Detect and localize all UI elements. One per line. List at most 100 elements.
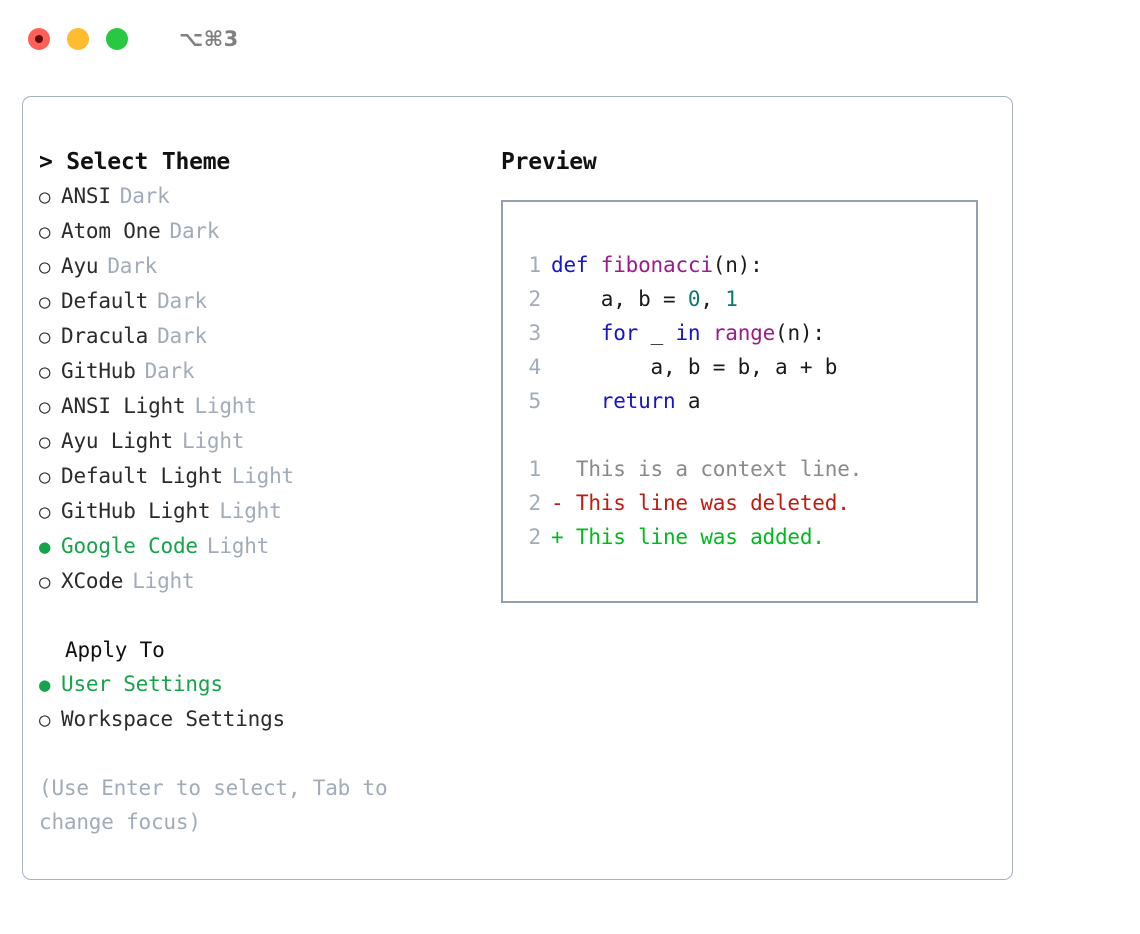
line-number: 4 xyxy=(528,355,542,379)
line-number: 1 xyxy=(528,253,542,277)
theme-option-kind: Light xyxy=(206,534,270,558)
code-token: (n): xyxy=(712,253,763,277)
line-number: 1 xyxy=(528,457,542,481)
code-token: range xyxy=(712,321,776,345)
theme-option-kind: Light xyxy=(231,464,294,488)
radio-unselected-icon: ○ xyxy=(39,501,51,523)
code-line: 5 return a xyxy=(517,384,968,418)
code-token: for xyxy=(600,321,639,345)
code-token xyxy=(551,321,601,345)
apply-to-option-label: Workspace Settings xyxy=(61,707,285,731)
radio-unselected-icon: ○ xyxy=(39,221,51,243)
diff-line: 2- This line was deleted. xyxy=(517,486,968,520)
radio-unselected-icon: ○ xyxy=(39,396,51,418)
theme-option-label: GitHub xyxy=(61,359,136,383)
preview-heading: Preview xyxy=(501,149,597,175)
select-theme-heading: > Select Theme xyxy=(39,149,231,175)
line-number: 5 xyxy=(528,389,542,413)
theme-option-kind: Dark xyxy=(157,324,207,348)
code-token: in xyxy=(675,321,701,345)
theme-option-kind: Dark xyxy=(144,359,195,383)
line-number: 2 xyxy=(528,491,542,515)
radio-unselected-icon: ○ xyxy=(39,186,51,208)
theme-option[interactable]: ○ GitHub Light Light xyxy=(39,494,479,529)
code-token: a xyxy=(675,389,701,413)
diff-line: 1 This is a context line. xyxy=(517,452,968,486)
close-window-button[interactable] xyxy=(28,28,50,50)
theme-option[interactable]: ○ Atom One Dark xyxy=(39,214,479,249)
diff-line: 2+ This line was added. xyxy=(517,520,968,554)
title-bar: ⌥⌘3 xyxy=(0,0,1140,78)
theme-option[interactable]: ○ ANSI Light Light xyxy=(39,389,479,424)
apply-to-option[interactable]: ●User Settings xyxy=(39,667,479,702)
theme-option-kind: Light xyxy=(219,499,282,523)
radio-unselected-icon: ○ xyxy=(39,431,51,453)
code-line-text: def fibonacci(n): xyxy=(551,248,763,282)
code-line-text: for _ in range(n): xyxy=(551,316,825,350)
code-token: 0 xyxy=(687,287,701,311)
theme-option[interactable]: ○ Default Dark xyxy=(39,284,479,319)
radio-unselected-icon: ○ xyxy=(39,709,51,731)
code-line: 1 def fibonacci(n): xyxy=(517,248,968,282)
theme-option-label: XCode xyxy=(61,569,124,593)
theme-option-kind: Light xyxy=(194,394,257,418)
code-token: , xyxy=(700,287,726,311)
apply-to-list[interactable]: ●User Settings ○ Workspace Settings xyxy=(39,667,479,737)
radio-unselected-icon: ○ xyxy=(39,326,51,348)
code-token xyxy=(700,321,712,345)
apply-to-label: Apply To xyxy=(65,638,165,662)
theme-option-label: Ayu xyxy=(61,254,99,278)
keyboard-hint-text: (Use Enter to select, Tab to change focu… xyxy=(39,776,400,834)
radio-unselected-icon: ○ xyxy=(39,571,51,593)
theme-option-kind: Dark xyxy=(157,289,207,313)
diff-line-text: This line was added. xyxy=(575,525,825,549)
diff-sample: 1 This is a context line.2- This line wa… xyxy=(517,452,968,554)
theme-option[interactable]: ○ Default Light Light xyxy=(39,459,479,494)
code-line: 4 a, b = b, a + b xyxy=(517,350,968,384)
theme-option-label: Google Code xyxy=(61,534,198,558)
code-token: fibonacci xyxy=(600,253,713,277)
code-token xyxy=(551,389,601,413)
diff-line-text: This line was deleted. xyxy=(575,491,850,515)
theme-option[interactable]: ○ XCode Light xyxy=(39,564,479,599)
traffic-light-group xyxy=(28,28,128,50)
minimize-window-button[interactable] xyxy=(67,28,89,50)
diff-line-text: This is a context line. xyxy=(575,457,863,481)
diff-spacer xyxy=(517,418,968,452)
theme-option-kind: Light xyxy=(132,569,195,593)
theme-option-kind: Dark xyxy=(107,254,158,278)
theme-option-label: Ayu Light xyxy=(61,429,173,453)
code-token: (n): xyxy=(775,321,825,345)
theme-option-label: Default Light xyxy=(61,464,223,488)
radio-unselected-icon: ○ xyxy=(39,361,51,383)
radio-unselected-icon: ○ xyxy=(39,466,51,488)
theme-option-label: Default xyxy=(61,289,149,313)
line-number: 2 xyxy=(528,525,542,549)
section-spacer xyxy=(39,599,479,633)
radio-unselected-icon: ○ xyxy=(39,291,51,313)
theme-option-label: Atom One xyxy=(61,219,161,243)
radio-selected-icon: ● xyxy=(39,536,51,558)
theme-option[interactable]: ● Google Code Light xyxy=(39,529,479,564)
theme-option-kind: Dark xyxy=(119,184,170,208)
maximize-window-button[interactable] xyxy=(106,28,128,50)
theme-option-label: GitHub Light xyxy=(61,499,211,523)
code-token: a, b = b, a + b xyxy=(551,355,838,379)
code-line: 2 a, b = 0, 1 xyxy=(517,282,968,316)
theme-option-label: ANSI Light xyxy=(61,394,186,418)
apply-to-option[interactable]: ○ Workspace Settings xyxy=(39,702,479,737)
theme-option-kind: Dark xyxy=(169,219,220,243)
code-line-text: return a xyxy=(551,384,701,418)
code-token: 1 xyxy=(725,287,738,311)
theme-option[interactable]: ○ GitHub Dark xyxy=(39,354,479,389)
code-token: a, b = xyxy=(551,287,688,311)
